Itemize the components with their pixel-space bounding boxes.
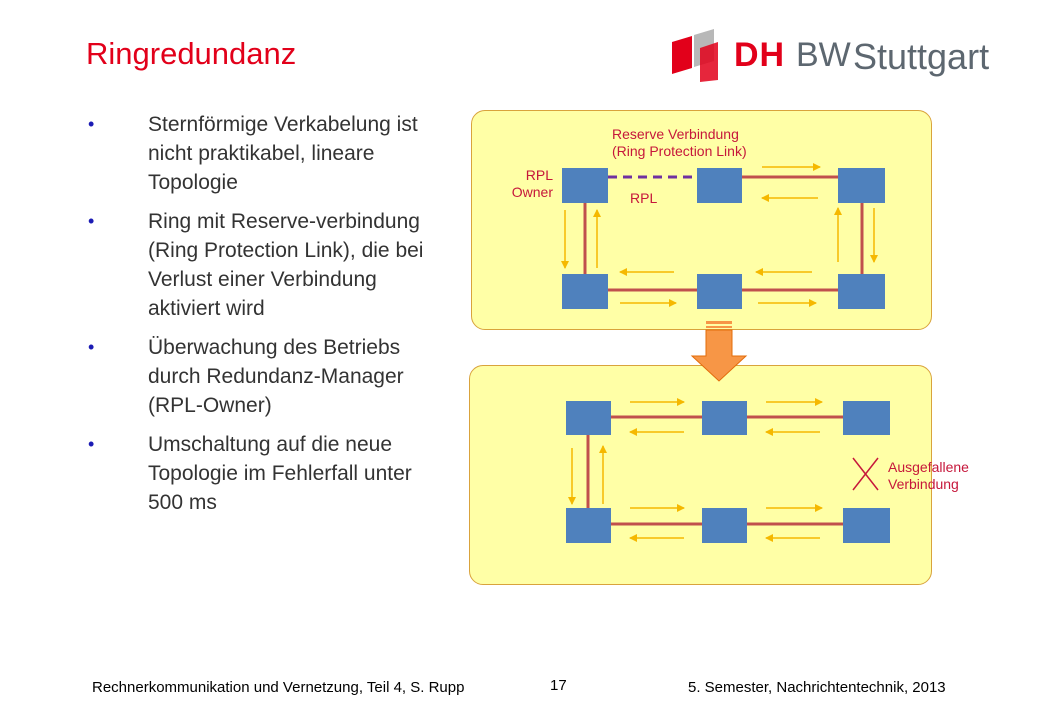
page-number: 17 <box>550 677 567 694</box>
dhbw-logo: DH BW Stuttgart <box>672 28 992 82</box>
network-node <box>697 168 742 203</box>
rpl-link-label: RPL <box>630 190 658 206</box>
network-node <box>562 274 608 309</box>
reserve-link-label: Reserve Verbindung (Ring Protection Link… <box>612 126 747 160</box>
network-node <box>566 401 611 435</box>
failed-link-x-icon <box>852 457 879 491</box>
bottom-ring-nodes <box>566 401 890 543</box>
network-node <box>697 274 742 309</box>
top-ring-nodes <box>562 168 885 309</box>
bullet-text: Umschaltung auf die neue Topologie im Fe… <box>148 433 412 514</box>
bullet-item: • Überwachung des Betriebs durch Redundan… <box>86 333 426 420</box>
network-node <box>843 401 890 435</box>
logo-text-dh: DH <box>734 36 786 74</box>
bottom-ring-arrows <box>568 398 823 542</box>
network-node <box>838 274 885 309</box>
bullet-dot: • <box>88 114 95 134</box>
network-node <box>702 401 747 435</box>
bullet-dot: • <box>88 211 95 231</box>
bullet-dot: • <box>88 337 95 357</box>
bullet-item: • Ring mit Reserve-verbindung (Ring Prote… <box>86 207 426 323</box>
network-node <box>566 508 611 543</box>
top-ring-arrows <box>561 163 878 307</box>
reserve-link-label-line2: (Ring Protection Link) <box>612 143 747 159</box>
rpl-owner-label-line2: Owner <box>511 184 553 200</box>
rpl-owner-node <box>562 168 608 203</box>
dhbw-logo-mark-icon <box>672 29 718 82</box>
rpl-owner-label: RPL Owner <box>504 167 553 201</box>
reserve-link-label-line1: Reserve Verbindung <box>612 126 739 142</box>
network-node <box>702 508 747 543</box>
bullet-text: Ring mit Reserve-verbindung (Ring Protec… <box>148 210 424 320</box>
bullet-dot: • <box>88 434 95 454</box>
bullet-list: • Sternförmige Verkabelung ist nicht prak… <box>86 110 426 527</box>
bullet-text: Sternförmige Verkabelung ist nicht prakt… <box>148 113 418 194</box>
slide-title: Ringredundanz <box>86 36 297 71</box>
failed-link-label: Ausgefallene Verbindung <box>888 459 969 493</box>
logo-text-bw: BW <box>796 36 851 74</box>
network-node <box>843 508 890 543</box>
transition-arrow-icon <box>690 321 748 382</box>
bullet-item: • Umschaltung auf die neue Topologie im F… <box>86 430 426 517</box>
rpl-owner-label-line1: RPL <box>525 167 553 183</box>
bullet-item: • Sternförmige Verkabelung ist nicht prak… <box>86 110 426 197</box>
failed-link-label-line1: Ausgefallene <box>888 459 969 475</box>
footer-course: Rechnerkommunikation und Vernetzung, Tei… <box>92 679 465 696</box>
failed-link-label-line2: Verbindung <box>888 476 959 492</box>
bottom-ring-links <box>586 415 843 526</box>
logo-text-city: Stuttgart <box>853 36 990 77</box>
footer-semester: 5. Semester, Nachrichtentechnik, 2013 <box>688 679 946 696</box>
bullet-text: Überwachung des Betriebs durch Redundanz… <box>148 336 404 417</box>
network-node <box>838 168 885 203</box>
